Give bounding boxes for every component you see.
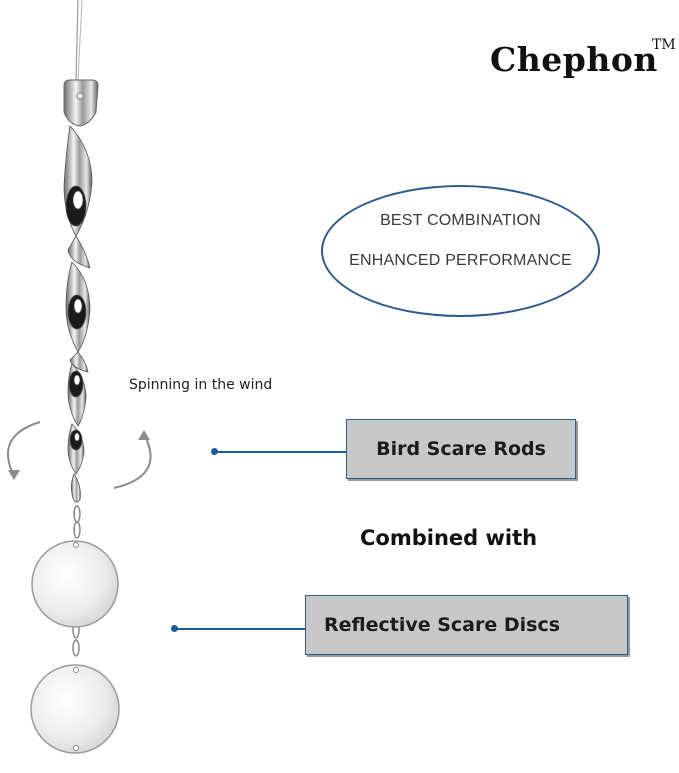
badge-line-2: ENHANCED PERFORMANCE [349,252,572,269]
discs-callout-line [174,628,305,630]
feature-badge-oval [321,185,600,317]
bird-scare-rods-label: Bird Scare Rods [346,419,576,479]
rotate-left-arrow-icon [6,421,41,480]
reflective-scare-discs-label: Reflective Scare Discs [305,595,628,655]
brand-logo: Chephon [490,40,658,79]
combined-with-text: Combined with [360,526,538,550]
rotate-right-arrow-icon [113,430,152,489]
product-illustration [6,0,152,754]
rod-top-tab [63,79,99,127]
spiral-rod [63,125,93,503]
spinning-caption: Spinning in the wind [129,377,273,393]
reflective-disc-2 [30,664,120,754]
hanging-string [75,0,83,81]
rods-callout-line [214,451,346,453]
reflective-disc-1 [31,540,119,628]
badge-line-1: BEST COMBINATION [380,212,541,229]
trademark-mark: TM [652,37,676,53]
rod-hang-hole [76,92,84,100]
